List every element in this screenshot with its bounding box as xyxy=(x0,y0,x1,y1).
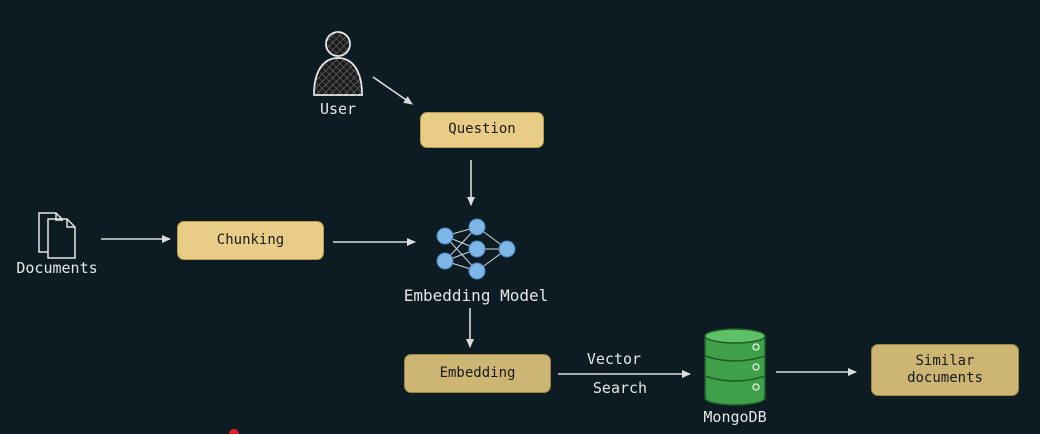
question-box: Question xyxy=(420,112,544,148)
chunking-box: Chunking xyxy=(177,221,324,260)
database-icon xyxy=(704,328,766,406)
documents-label: Documents xyxy=(16,259,98,277)
embedding-label: Embedding xyxy=(439,364,516,381)
user-icon xyxy=(313,31,363,96)
similar-documents-box: Similar documents xyxy=(871,344,1019,396)
embedding-box: Embedding xyxy=(404,354,551,393)
similar-label-line2: documents xyxy=(907,370,983,386)
vector-search-label-line1: Vector xyxy=(586,350,642,368)
red-dot-marker xyxy=(229,429,239,434)
vector-search-label-line2: Search xyxy=(592,379,648,397)
similar-label-line1: Similar xyxy=(915,352,975,369)
user-label: User xyxy=(319,100,357,118)
arrow-user-to-question xyxy=(372,76,413,105)
arrows xyxy=(101,76,857,378)
documents-icon xyxy=(38,212,76,259)
question-label: Question xyxy=(448,121,516,138)
embedding-model-label: Embedding Model xyxy=(403,286,549,305)
chunking-label: Chunking xyxy=(216,231,285,248)
mongodb-label: MongoDB xyxy=(703,408,767,426)
neural-network-icon xyxy=(436,218,516,280)
